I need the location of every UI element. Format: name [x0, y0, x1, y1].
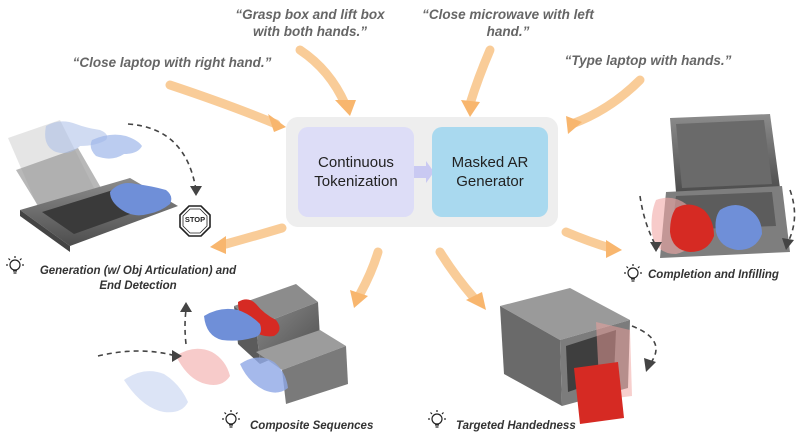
arrowhead-completion — [606, 240, 622, 258]
left-hand-active — [670, 204, 714, 252]
stop-sign-label: STOP — [184, 215, 206, 224]
hand-right-ghost — [45, 121, 108, 154]
motion-arrowhead-right — [782, 238, 794, 250]
input-arrowheads — [268, 100, 582, 134]
composite-box-illustration — [97, 284, 348, 413]
stop-sign-icon — [179, 205, 211, 237]
right-hand-ghost-mid — [240, 357, 288, 393]
laptop-screen-inner — [676, 120, 772, 188]
arrowhead-grasp — [335, 100, 356, 116]
left-hand-ghost-bottom — [176, 348, 230, 385]
model-panel: Continuous Tokenization Masked AR Genera… — [286, 117, 558, 227]
prompt-grasp-line-1: “Grasp box and lift box — [235, 7, 385, 22]
arrow-to-composite — [355, 247, 383, 299]
left-hand-grasp — [238, 299, 280, 337]
tokenizer-line-1: Continuous — [318, 154, 394, 171]
prompt-grasp-line-2: with both hands.” — [253, 24, 367, 39]
laptop-lid-front — [20, 210, 70, 252]
generator-line-1: Masked AR — [451, 154, 529, 171]
lightbulb-icon-completion — [624, 264, 642, 282]
generator-box: Masked AR Generator — [432, 127, 548, 217]
lightbulb-icon-generation — [6, 256, 24, 274]
lightbulb-icon-composite — [222, 410, 240, 428]
prompt-microwave-line-2: hand.” — [486, 24, 530, 39]
arrowhead-laptop-close — [268, 114, 286, 132]
arrowhead-microwave — [461, 100, 480, 117]
motion-arrowhead-microwave — [644, 358, 656, 372]
motion-arrowhead-left — [172, 350, 182, 362]
arrowhead-generation — [210, 236, 226, 254]
microwave-front — [500, 306, 562, 406]
arrow-from-grasp-prompt — [295, 45, 350, 109]
motion-path-right — [787, 189, 796, 243]
motion-path-composite-up — [184, 309, 187, 345]
output-arrowheads — [210, 236, 622, 310]
arrow-from-laptop-close-prompt — [165, 80, 281, 129]
right-hand-ghost-bottom — [124, 371, 188, 413]
tokenizer-line-2: Tokenization — [314, 173, 398, 190]
hand-right-active — [110, 183, 172, 216]
motion-path-composite-left — [97, 350, 177, 357]
arrow-to-completion — [561, 227, 615, 253]
prompt-close-laptop: “Close laptop with right hand.” — [62, 54, 282, 71]
motion-path-microwave — [631, 325, 657, 365]
caption-handedness: Targeted Handedness — [456, 420, 576, 432]
microwave-illustration — [500, 288, 657, 424]
tokenizer-to-generator-arrow — [414, 161, 434, 183]
prompt-type-line-1: “Type laptop with hands.” — [564, 53, 732, 68]
caption-generation: Generation (w/ Obj Articulation) and End… — [28, 264, 248, 294]
caption-generation-line-2: End Detection — [99, 280, 177, 292]
motion-arrowhead-left — [650, 242, 662, 252]
laptop-typing-illustration — [639, 114, 796, 258]
prompt-laptop-line-1: “Close laptop with right hand.” — [72, 55, 272, 70]
input-arrows — [165, 45, 645, 129]
caption-composite: Composite Sequences — [250, 420, 374, 432]
arrow-to-handedness — [435, 247, 479, 303]
arrow-to-generation — [221, 223, 287, 249]
arrowhead-handedness — [466, 292, 486, 310]
laptop-close-illustration — [8, 120, 202, 252]
prompt-type-laptop: “Type laptop with hands.” — [556, 52, 740, 69]
arrow-from-microwave-prompt — [465, 45, 495, 109]
caption-completion: Completion and Infilling — [648, 269, 779, 281]
motion-path-laptop — [127, 123, 197, 191]
prompt-close-microwave: “Close microwave with left hand.” — [410, 6, 606, 40]
arrowhead-type-laptop — [566, 116, 582, 134]
motion-arrowhead-laptop — [190, 186, 202, 196]
right-hand-grasp — [204, 308, 261, 341]
tokenizer-box: Continuous Tokenization — [298, 127, 414, 217]
prompt-grasp-box: “Grasp box and lift box with both hands.… — [222, 6, 398, 40]
motion-arrowhead-up — [180, 302, 192, 312]
lightbulb-icon-handedness — [428, 410, 446, 428]
output-arrows — [221, 223, 615, 303]
generator-line-2: Generator — [456, 173, 524, 190]
box-ground-top — [256, 330, 346, 370]
box-ground-side — [282, 346, 348, 404]
microwave-door-active — [574, 362, 624, 424]
arrowhead-composite — [350, 290, 368, 308]
prompt-microwave-line-1: “Close microwave with left — [422, 7, 594, 22]
hand-right-ghost-2 — [90, 134, 142, 159]
caption-generation-line-1: Generation (w/ Obj Articulation) and — [39, 265, 237, 277]
arrow-from-type-laptop-prompt — [567, 75, 645, 129]
right-hand-typing — [715, 205, 762, 250]
